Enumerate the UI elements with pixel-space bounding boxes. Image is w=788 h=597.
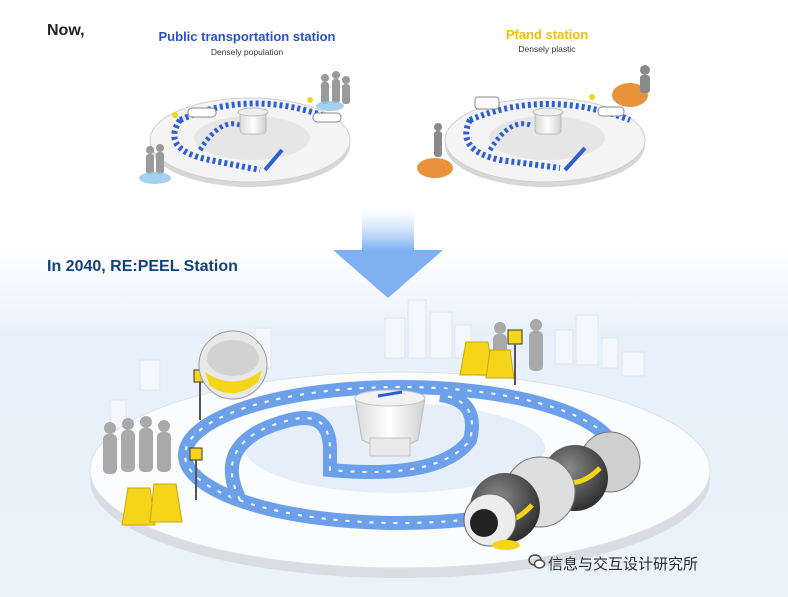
future-station-title: In 2040, RE:PEEL Station [47,258,238,275]
water-splash-icon [139,101,344,184]
pfand-station-title: Pfand station [505,27,589,42]
crowd-icon [146,71,350,174]
public-station-title: Public transportation station [158,29,336,44]
bus-icon [187,107,217,118]
plastic-pile-icon [417,83,648,178]
bus-icon [597,106,625,117]
pfand-station-subtitle: Densely plastic [518,44,576,54]
wechat-icon [528,554,546,569]
repeel-station-diagram [89,299,711,578]
watermark-text: 信息与交互设计研究所 [548,556,699,573]
repeel-pod-icon [198,330,268,400]
recycle-bag-icon [121,341,515,526]
public-station-diagram [139,71,351,187]
stop-sign-icon [172,112,178,118]
now-label: Now, [47,22,85,39]
stop-sign-icon [589,94,595,100]
pfand-station-diagram [417,65,650,187]
central-station-pillar-icon [354,389,426,457]
crowd-icon [103,319,543,474]
repeel-pod-train-icon [463,431,641,550]
bus-icon [312,112,342,123]
bottle-bag-icon [474,96,500,110]
public-station-subtitle: Densely population [210,47,284,57]
person-icon [434,65,650,157]
down-arrow-icon [333,208,443,298]
city-skyline [109,299,645,431]
stop-sign-icon [307,97,313,103]
